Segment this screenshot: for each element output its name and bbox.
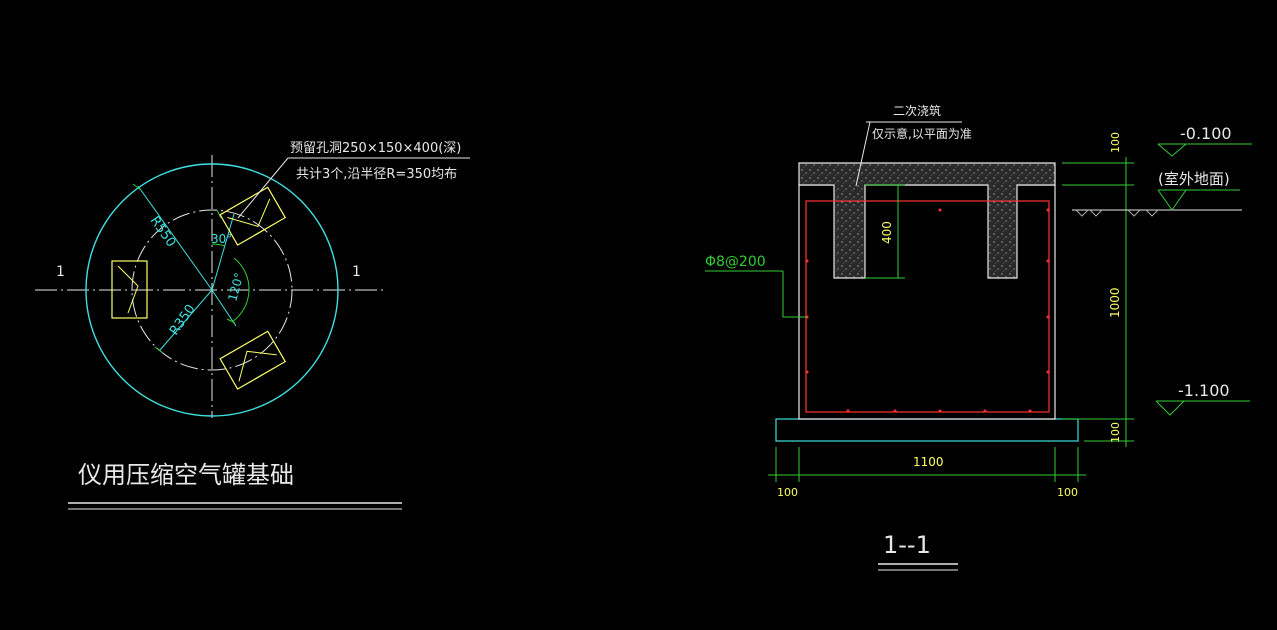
rebar-cage [805,200,1050,413]
elevation-top-label: -0.100 [1180,124,1232,143]
dim-right-100-label: 100 [1057,486,1078,499]
plan-title: 仪用压缩空气罐基础 [78,461,294,489]
rebar-dots [805,208,1050,413]
radius-line-inner [159,289,213,351]
radius-label-holes: R350 [167,302,199,338]
hole-left [111,260,148,319]
base-slab [775,418,1079,442]
radius-line-30 [211,213,235,291]
tick-mark [154,346,164,354]
foundation-outer-circle [85,163,339,417]
pour-note-leader [855,121,871,187]
dim-top-100-label: 100 [1109,132,1122,153]
tick-mark [226,318,236,324]
hole-bottom-right [219,330,287,390]
ground-label: (室外地面) [1158,170,1230,188]
elevation-bottom-label: -1.100 [1178,381,1230,400]
hole-note-leader [237,157,289,219]
elevation-top: -0.100 [1157,124,1252,157]
dim-1000-label: 1000 [1108,287,1122,318]
elevation-bottom: -1.100 [1155,381,1250,416]
dim-bottom-100-label: 100 [1109,422,1122,443]
pour-note-line2: 仅示意,以平面为准 [872,126,972,141]
radius-line-120 [211,289,237,327]
dim-left-100-label: 100 [777,486,798,499]
dim-width-label: 1100 [913,455,944,469]
tick-mark [132,183,142,191]
hole-note-line2: 共计3个,沿半径R=350均布 [296,167,457,182]
rebar-label: Φ8@200 [705,254,766,270]
angle-label-30: 30° [211,232,232,246]
angle-arc-120 [231,257,250,323]
hole-radius-circle [131,209,293,371]
hole-top-right [219,186,287,246]
tick-mark [216,209,222,219]
hole-note-line1: 预留孔洞250×150×400(深) [290,141,461,156]
dim-400-label: 400 [880,221,894,244]
radius-line-outer [137,185,213,291]
angle-label-120: 120° [225,271,246,303]
pour-note-line1: 二次浇筑 [893,103,941,118]
section-view: 二次浇筑 仅示意,以平面为准 Φ8@200 400 100 1000 100 1… [705,103,1252,571]
section-mark-left: 1 [56,264,65,280]
plan-view: 1 1 预留孔洞250×150×400(深) 共计3个,沿半径R=350均布 R… [35,141,470,510]
section-title: 1--1 [883,531,931,559]
rebar-leader [782,271,807,318]
section-mark-right: 1 [352,264,361,280]
angle-arc-30 [211,243,226,247]
radius-label-outer: R550 [147,214,179,250]
second-pour-cap [798,162,1056,279]
ground-line: (室外地面) [1072,170,1242,217]
